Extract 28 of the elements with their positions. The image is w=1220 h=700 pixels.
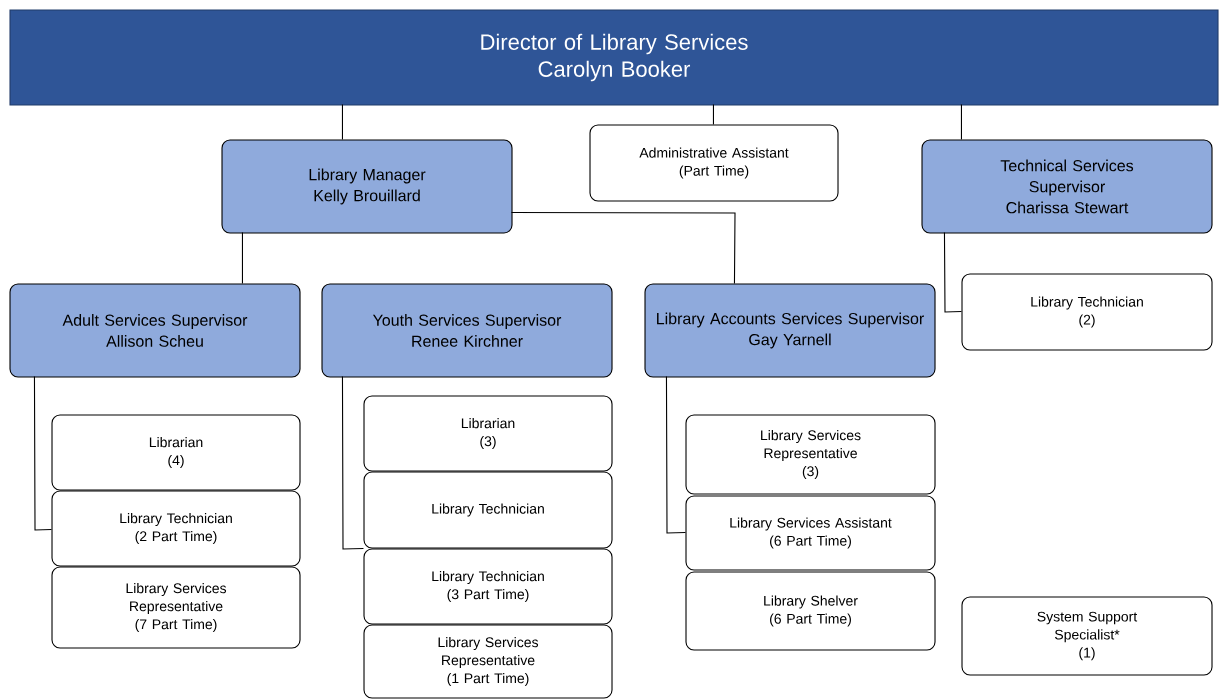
position-box: Library Services Representative (3) [685, 414, 936, 495]
connector-line [33, 375, 52, 531]
position-box: Library Technician (3 Part Time) [363, 548, 613, 625]
position-box: Librarian (3) [363, 395, 613, 472]
position-box: Library Technician (2 Part Time) [51, 490, 301, 567]
position-box: Library Technician (2) [961, 273, 1213, 351]
position-box: Library Services Assistant (6 Part Time) [685, 495, 936, 571]
connector-line [712, 103, 714, 125]
director-box: Director of Library Services Carolyn Booker [9, 9, 1219, 106]
connector-line [341, 103, 343, 140]
connector-line [960, 103, 962, 140]
supervisor-box: Technical Services Supervisor Charissa Stewart [921, 139, 1213, 234]
position-box: Library Technician [363, 471, 613, 549]
supervisor-box: Youth Services Supervisor Renee Kirchner [321, 283, 613, 378]
connector-line [943, 231, 962, 313]
supervisor-box: Library Manager Kelly Brouillard [221, 139, 513, 234]
connector-line [341, 375, 364, 550]
connector-line [665, 375, 686, 534]
position-box: System Support Specialist* (1) [961, 596, 1213, 676]
connector-line [510, 211, 736, 284]
position-box: Librarian (4) [51, 414, 301, 491]
connector-line [241, 231, 243, 284]
position-box: Library Services Representative (7 Part Time) [51, 566, 301, 649]
supervisor-box: Library Accounts Services Supervisor Gay Yarnell [644, 283, 936, 378]
position-box: Library Services Representative (1 Part Time) [363, 624, 613, 699]
position-box: Administrative Assistant (Part Time) [589, 124, 839, 202]
position-box: Library Shelver (6 Part Time) [685, 571, 936, 651]
supervisor-box: Adult Services Supervisor Allison Scheu [9, 283, 301, 378]
